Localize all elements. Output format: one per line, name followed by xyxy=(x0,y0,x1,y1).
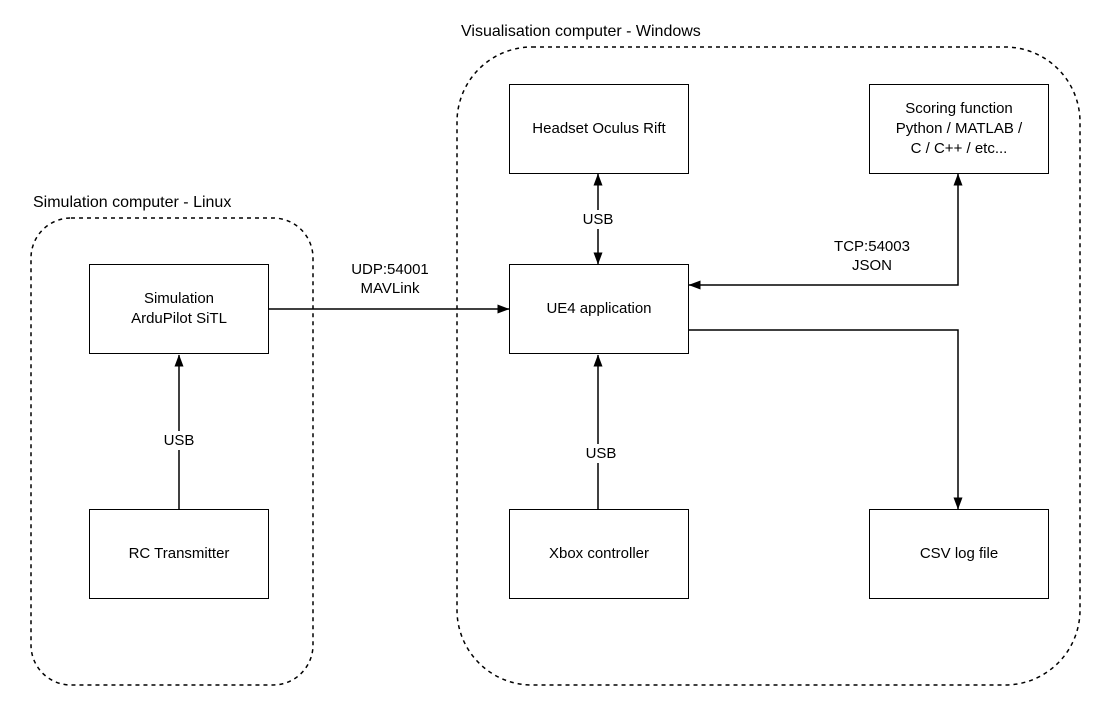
linux-container-outline xyxy=(30,217,314,686)
node-label: Xbox controller xyxy=(548,545,650,562)
edge-label-tcp-json: TCP:54003 JSON xyxy=(831,237,913,275)
node-ue4-application: UE4 application xyxy=(509,264,689,354)
edge-label-usb-headset: USB xyxy=(579,210,617,229)
node-csv-log-file: CSV log file xyxy=(869,509,1049,599)
node-xbox-controller: Xbox controller xyxy=(509,509,689,599)
node-simulation-ardupilot: Simulation ArduPilot SiTL xyxy=(89,264,269,354)
edge-label-usb-rc: USB xyxy=(160,431,198,450)
node-label: RC Transmitter xyxy=(128,545,230,562)
node-scoring-function: Scoring function Python / MATLAB / C / C… xyxy=(869,84,1049,174)
node-headset-oculus: Headset Oculus Rift xyxy=(509,84,689,174)
node-label: CSV log file xyxy=(919,545,999,562)
linux-container-title: Simulation computer - Linux xyxy=(33,194,232,211)
windows-container-title: Visualisation computer - Windows xyxy=(461,23,701,40)
windows-container-outline xyxy=(456,46,1081,686)
edge-ue4-scoring xyxy=(688,173,963,290)
node-rc-transmitter: RC Transmitter xyxy=(89,509,269,599)
node-label: Scoring function Python / MATLAB / C / C… xyxy=(895,100,1023,157)
edge-ue4-to-csv xyxy=(689,329,963,510)
edge-label-udp-mavlink: UDP:54001 MAVLink xyxy=(348,260,432,298)
node-label: UE4 application xyxy=(546,300,652,317)
node-label: Headset Oculus Rift xyxy=(532,120,666,137)
edge-label-usb-xbox: USB xyxy=(582,444,620,463)
node-label: Simulation ArduPilot SiTL xyxy=(131,290,227,327)
